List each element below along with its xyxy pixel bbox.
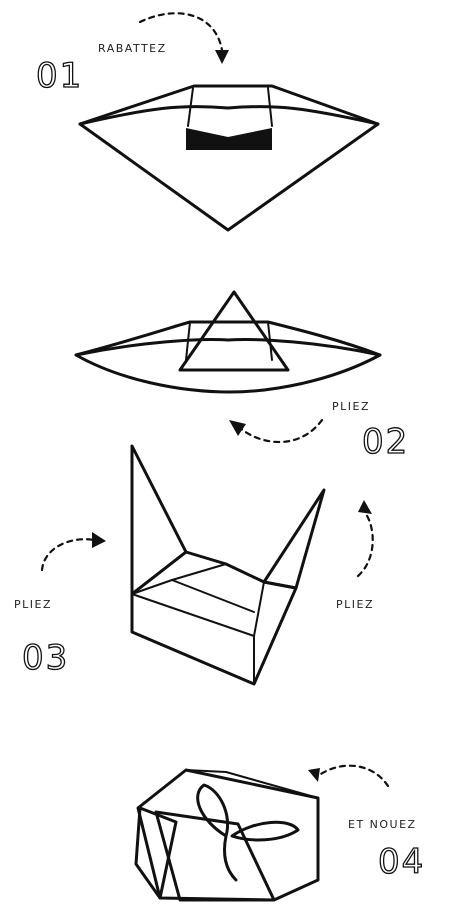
step-2-number: 02	[362, 422, 409, 462]
step-4-diagram	[136, 766, 388, 900]
step-3-number: 03	[22, 638, 69, 678]
step-3-box-top-edge	[132, 564, 226, 594]
step-3-box-inner-line	[172, 580, 254, 612]
step-3-left-arrow-head	[92, 532, 106, 548]
step-2-diagram	[76, 292, 380, 442]
step-2-arrow	[240, 420, 322, 442]
step-3-right-arrow	[358, 514, 373, 576]
step-3-diagram	[42, 446, 373, 684]
step-4-arrow	[318, 766, 388, 786]
step-3-left-arrow	[42, 539, 94, 570]
step-1-instruction: RABATTEZ	[98, 42, 167, 55]
step-2-arrow-head	[229, 420, 246, 436]
step-4-knot-loop-right	[232, 822, 298, 840]
step-1-number: 01	[36, 56, 83, 96]
step-2-instruction: PLIEZ	[332, 400, 370, 413]
step-4-arrow-head	[308, 768, 320, 782]
step-3-instruction-right: PLIEZ	[336, 598, 374, 611]
step-4-knot-tail	[224, 836, 236, 880]
step-4-instruction: ET NOUEZ	[348, 818, 417, 831]
step-3-right-arrow-head	[358, 500, 372, 514]
step-1-arrow-head	[215, 50, 229, 64]
step-4-knot-loop-left	[198, 785, 228, 836]
step-2-hat-body	[76, 322, 380, 392]
step-4-number: 04	[378, 842, 425, 882]
step-3-right-flap	[264, 490, 324, 588]
step-3-instruction-left: PLIEZ	[14, 598, 52, 611]
